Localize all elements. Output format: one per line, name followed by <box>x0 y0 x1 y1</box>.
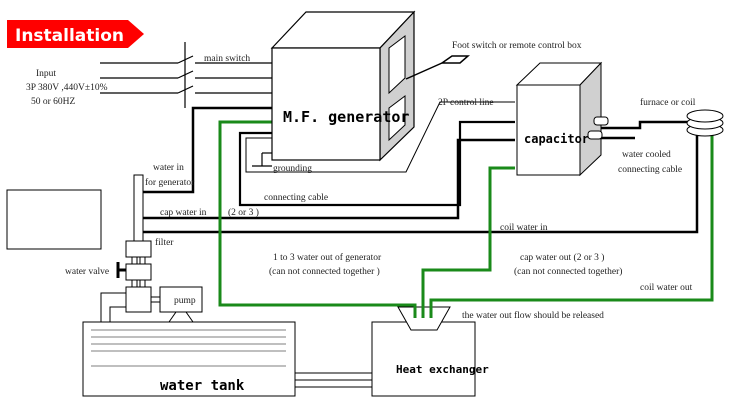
main-switch <box>100 42 272 108</box>
foot-switch-label: Foot switch or remote control box <box>452 41 582 51</box>
mf-generator-label: M.F. generator <box>283 108 409 126</box>
cables <box>140 101 714 320</box>
generator-out-label-2: (can not connected together ) <box>269 266 380 277</box>
water-cooled-label-2: connecting cable <box>618 165 682 175</box>
cap-out-label-2: (can not connected together) <box>514 266 622 277</box>
capacitor: capacitor <box>515 61 609 177</box>
water-tank-label: water tank <box>160 378 245 394</box>
banner-shape <box>7 20 144 48</box>
capacitor-label: capacitor <box>524 132 589 146</box>
released-label: the water out flow should be released <box>462 310 604 321</box>
water-valve-label: water valve <box>65 267 109 277</box>
coil-water-in-pipe <box>140 135 699 234</box>
grounding-symbol <box>252 152 272 167</box>
cap-water-in-count: (2 or 3 ) <box>228 207 259 218</box>
valve-handle-icon <box>116 262 126 278</box>
funnel <box>397 306 451 331</box>
water-tank: water tank <box>82 321 296 397</box>
filter <box>125 240 152 258</box>
title-banner: Installation <box>7 20 144 48</box>
water-cooled-label-1: water cooled <box>622 150 671 160</box>
title-text: Installation <box>15 26 124 46</box>
water-in-label-2: for generator <box>145 177 195 188</box>
input-voltage: 3P 380V ,440V±10% <box>26 83 108 93</box>
control-line <box>245 101 515 173</box>
furnace-label: furnace or coil <box>640 97 696 108</box>
filter-valve-assembly <box>100 174 203 352</box>
control-panel-box <box>6 189 102 250</box>
heat-exchanger: Heat exchanger <box>371 306 489 397</box>
cap-water-out-pipe <box>421 166 515 320</box>
furnace-coil <box>686 109 724 137</box>
input-label: Input <box>36 69 56 79</box>
pump <box>159 286 203 313</box>
connecting-cable <box>238 120 515 207</box>
foot-switch <box>405 55 470 80</box>
coil-water-in-label: coil water in <box>500 223 548 233</box>
mf-generator: M.F. generator <box>270 10 416 162</box>
water-valve <box>125 263 152 281</box>
water-in-generator-pipe <box>140 106 272 194</box>
pump-label: pump <box>174 296 196 306</box>
tank-connection-pipes <box>295 372 372 388</box>
connecting-cable-label: connecting cable <box>264 193 328 203</box>
cap-out-label-1: cap water out (2 or 3 ) <box>520 252 604 263</box>
main-switch-label: main switch <box>204 54 250 64</box>
heat-exchanger-label: Heat exchanger <box>396 363 489 376</box>
control-line-label: 2P control line <box>438 98 494 108</box>
coil-water-out-label: coil water out <box>640 283 693 293</box>
water-in-label-1: water in <box>153 163 184 173</box>
grounding-label: grounding <box>273 164 312 174</box>
filter-label: filter <box>155 237 174 248</box>
generator-out-label-1: 1 to 3 water out of generator <box>273 252 382 263</box>
cap-water-in-label: cap water in <box>160 208 207 218</box>
input-frequency: 50 or 60HZ <box>31 97 76 107</box>
cap-water-in-pipe <box>140 138 515 220</box>
water-cooled-cable <box>600 120 690 130</box>
